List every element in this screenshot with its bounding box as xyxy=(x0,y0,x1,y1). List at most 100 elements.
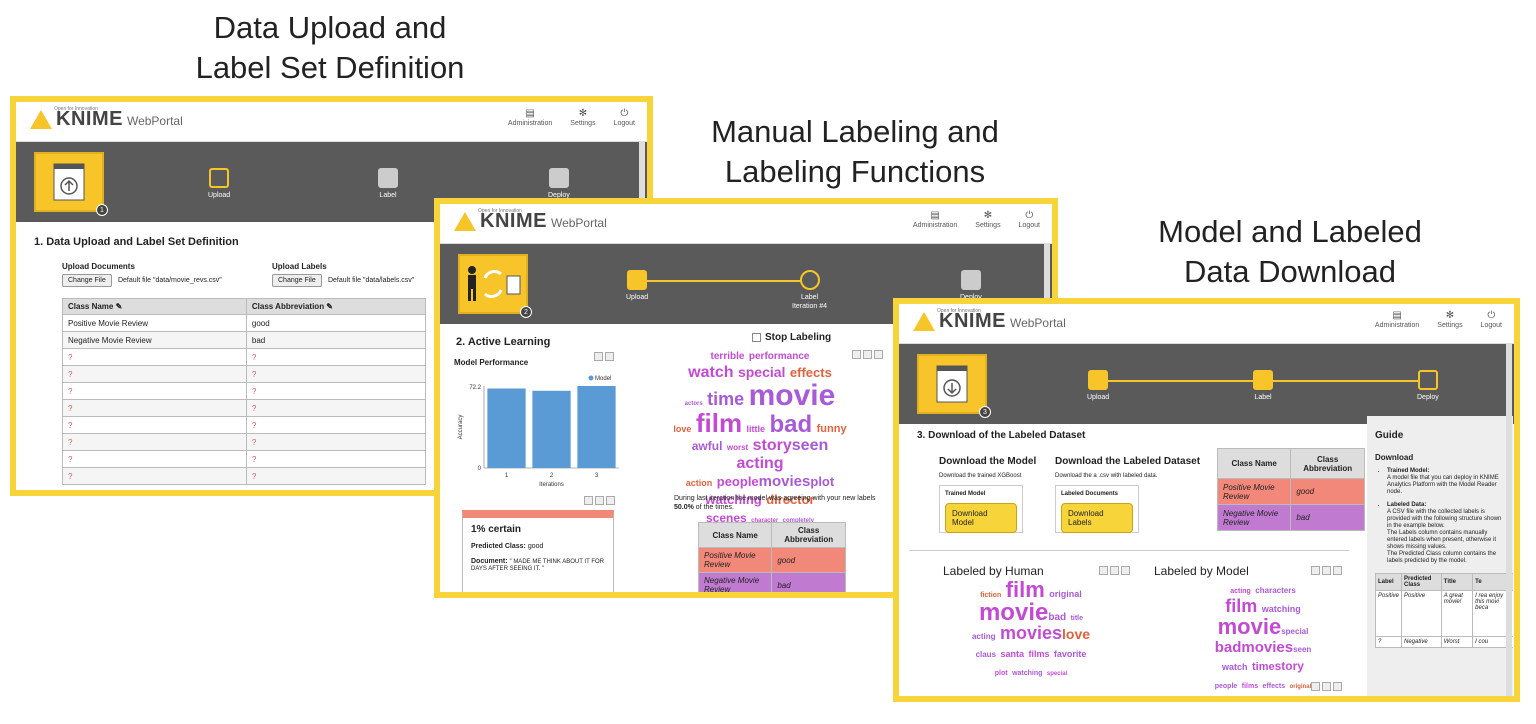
expand-icon[interactable] xyxy=(1333,566,1342,575)
table-row[interactable]: ?? xyxy=(62,348,427,366)
cell-class-name[interactable]: Negative Movie Review xyxy=(62,331,247,349)
predicted-value: good xyxy=(527,543,544,550)
change-file-button[interactable]: Change File xyxy=(62,274,112,287)
caption-line: Manual Labeling and xyxy=(711,114,999,149)
col-class-abbreviation[interactable]: Class Abbreviation ✎ xyxy=(245,298,427,315)
step-upload[interactable]: Upload xyxy=(208,168,230,200)
cell-class-name[interactable]: ? xyxy=(62,450,247,468)
settings-icon[interactable] xyxy=(863,350,872,359)
logo-tagline: Open for Innovation xyxy=(478,208,522,214)
step-deploy[interactable]: Deploy xyxy=(960,270,982,302)
nav-settings[interactable]: ✻Settings xyxy=(570,108,595,127)
nav-administration[interactable]: ▤Administration xyxy=(1375,310,1419,329)
zoom-icon[interactable] xyxy=(1099,566,1108,575)
step-upload[interactable]: Upload xyxy=(626,270,648,302)
col-label: Label xyxy=(1374,573,1403,591)
step-upload[interactable]: Upload xyxy=(1087,370,1109,402)
zoom-icon[interactable] xyxy=(852,350,861,359)
settings-icon[interactable] xyxy=(605,352,614,361)
cell-class-name[interactable]: Positive Movie Review xyxy=(62,314,247,332)
upload-docs-block: Upload Documents Change File Default fil… xyxy=(62,262,222,287)
expand-icon[interactable] xyxy=(606,496,615,505)
settings-icon[interactable] xyxy=(1322,682,1331,691)
zoom-icon[interactable] xyxy=(1311,566,1320,575)
cell-abbreviation[interactable]: ? xyxy=(245,416,427,434)
word: special xyxy=(1046,671,1068,677)
expand-icon[interactable] xyxy=(1333,682,1342,691)
step-deploy[interactable]: Deploy xyxy=(1417,370,1439,402)
cell-class-name[interactable]: ? xyxy=(62,382,247,400)
step-deploy[interactable]: Deploy xyxy=(548,168,570,200)
nav-settings[interactable]: ✻Settings xyxy=(1437,310,1462,329)
scrollbar[interactable] xyxy=(1506,344,1512,696)
cell-abbreviation[interactable]: ? xyxy=(245,365,427,383)
cell-abbreviation[interactable]: ? xyxy=(245,382,427,400)
stop-labeling-checkbox[interactable] xyxy=(752,333,761,342)
download-labels-button[interactable]: Download Labels xyxy=(1061,503,1133,533)
logo-tagline: Open for Innovation xyxy=(937,308,981,314)
table-row[interactable]: ?? xyxy=(62,450,427,468)
nav-label: Settings xyxy=(570,120,596,127)
zoom-icon[interactable] xyxy=(594,352,603,361)
upload-step-icon: 1 xyxy=(34,152,108,216)
cell: Worst xyxy=(1440,636,1474,648)
nav-logout[interactable]: ⏻Logout xyxy=(1019,210,1040,229)
table-row[interactable]: ?? xyxy=(62,433,427,451)
cell-abbreviation[interactable]: ? xyxy=(245,450,427,468)
step-label[interactable]: Label xyxy=(378,168,398,200)
step-badge: 1 xyxy=(96,204,108,216)
caption-line: Data Upload and xyxy=(213,10,447,45)
nav-settings[interactable]: ✻Settings xyxy=(975,210,1000,229)
cell-abbreviation[interactable]: bad xyxy=(245,331,427,349)
document-upload-icon xyxy=(53,163,85,201)
nav-logout[interactable]: ⏻Logout xyxy=(1481,310,1502,329)
cell-class-name[interactable]: ? xyxy=(62,467,247,485)
stop-labeling[interactable]: Stop Labeling xyxy=(752,332,831,343)
table-row[interactable]: ?? xyxy=(62,365,427,383)
table-row[interactable]: ?? xyxy=(62,416,427,434)
cell-abbreviation[interactable]: ? xyxy=(245,348,427,366)
agreement-tail: of the times. xyxy=(693,504,734,511)
expand-icon[interactable] xyxy=(1121,566,1130,575)
cell-class-name[interactable]: ? xyxy=(62,399,247,417)
caption-line: Labeling Functions xyxy=(724,154,986,189)
settings-icon[interactable] xyxy=(1322,566,1331,575)
cell-abbreviation[interactable]: ? xyxy=(245,467,427,485)
table-row[interactable]: ?? xyxy=(62,382,427,400)
expand-icon[interactable] xyxy=(874,350,883,359)
settings-icon[interactable] xyxy=(1110,566,1119,575)
change-file-button[interactable]: Change File xyxy=(272,274,322,287)
step-label[interactable]: Label xyxy=(1253,370,1273,402)
cell-class-name[interactable]: ? xyxy=(62,348,247,366)
cell-abbreviation[interactable]: ? xyxy=(245,399,427,417)
nav-logout[interactable]: ⏻Logout xyxy=(614,108,635,127)
col-class-name[interactable]: Class Name ✎ xyxy=(62,298,247,315)
power-icon: ⏻ xyxy=(620,108,629,119)
step-box xyxy=(209,168,230,188)
nav-administration[interactable]: ▤Administration xyxy=(508,108,552,127)
cell-class-name[interactable]: ? xyxy=(62,416,247,434)
nav-administration[interactable]: ▤Administration xyxy=(913,210,957,229)
download-model-button[interactable]: Download Model xyxy=(945,503,1017,533)
zoom-icon[interactable] xyxy=(584,496,593,505)
zoom-icon[interactable] xyxy=(1311,682,1320,691)
cell-abbreviation[interactable]: ? xyxy=(245,433,427,451)
settings-icon[interactable] xyxy=(595,496,604,505)
cell-class-name[interactable]: ? xyxy=(62,365,247,383)
table-row[interactable]: ?? xyxy=(62,399,427,417)
word: love xyxy=(1062,626,1091,642)
cell: ? xyxy=(1374,636,1403,648)
cell-abbreviation[interactable]: good xyxy=(245,314,427,332)
table-row[interactable]: ?? xyxy=(62,467,427,485)
y-tick-label: 72.2 xyxy=(469,385,481,391)
cell-class-name[interactable]: ? xyxy=(62,433,247,451)
topbar: Open for Innovation KNIME WebPortal ▤Adm… xyxy=(16,102,647,142)
